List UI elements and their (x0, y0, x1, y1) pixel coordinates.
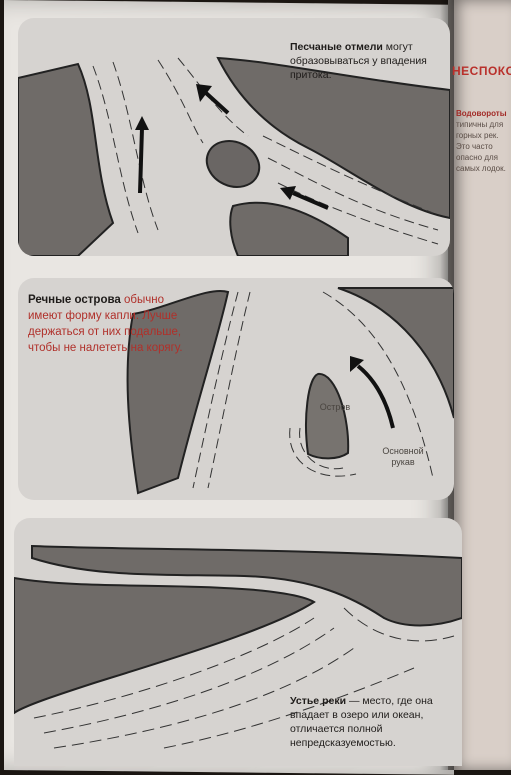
island (305, 372, 350, 460)
river-mouth-illustration-panel (14, 518, 462, 766)
river-island-caption-rest: обычно имеют форму капли. Лучше держатьс… (28, 294, 183, 354)
left-bank (18, 62, 115, 256)
river-island-caption: Речные острова обычно имеют форму капли.… (28, 292, 198, 356)
facing-page-text-rest: типичны для горных рек. Это часто опасно… (456, 120, 506, 173)
river-mouth-caption-bold: Устье реки (290, 695, 347, 707)
water-lines-3 (33, 607, 455, 749)
facing-page-title: НЕСПОКОЙН (452, 64, 511, 78)
facing-page-text: Водовороты типичны для горных рек. Это ч… (456, 108, 510, 174)
left-land (14, 576, 316, 715)
river-island-illustration-panel (18, 278, 454, 500)
river-mouth-illustration (14, 544, 462, 749)
river-island-illustration (126, 287, 454, 495)
river-island-caption-bold: Речные острова (28, 294, 121, 306)
water-lines-2 (192, 291, 434, 489)
current-arrow-2 (350, 356, 395, 429)
upper-bank (216, 56, 450, 220)
sandbar-caption-bold: Песчаные отмели (290, 41, 383, 53)
main-channel-label: Основной рукав (382, 446, 424, 467)
sandbar-caption: Песчаные отмели могут образовываться у в… (290, 40, 450, 82)
right-bank (337, 287, 454, 419)
far-shore (31, 544, 462, 627)
island-label: Остров (319, 402, 351, 412)
sandbar-caption-rest: могут образовываться у впадения притока. (290, 41, 427, 81)
river-mouth-caption: Устье реки — место, где она впадает в оз… (290, 694, 460, 750)
sandbar-illustration (18, 56, 450, 256)
lower-bank (229, 201, 349, 256)
sandbar (205, 140, 261, 188)
facing-page-text-bold: Водовороты (456, 109, 507, 118)
river-mouth-caption-rest: — место, где она впадает в озеро или оке… (290, 695, 433, 749)
current-arrows (135, 84, 329, 210)
sandbar-illustration-panel (18, 18, 450, 256)
left-island-bank (126, 290, 230, 495)
